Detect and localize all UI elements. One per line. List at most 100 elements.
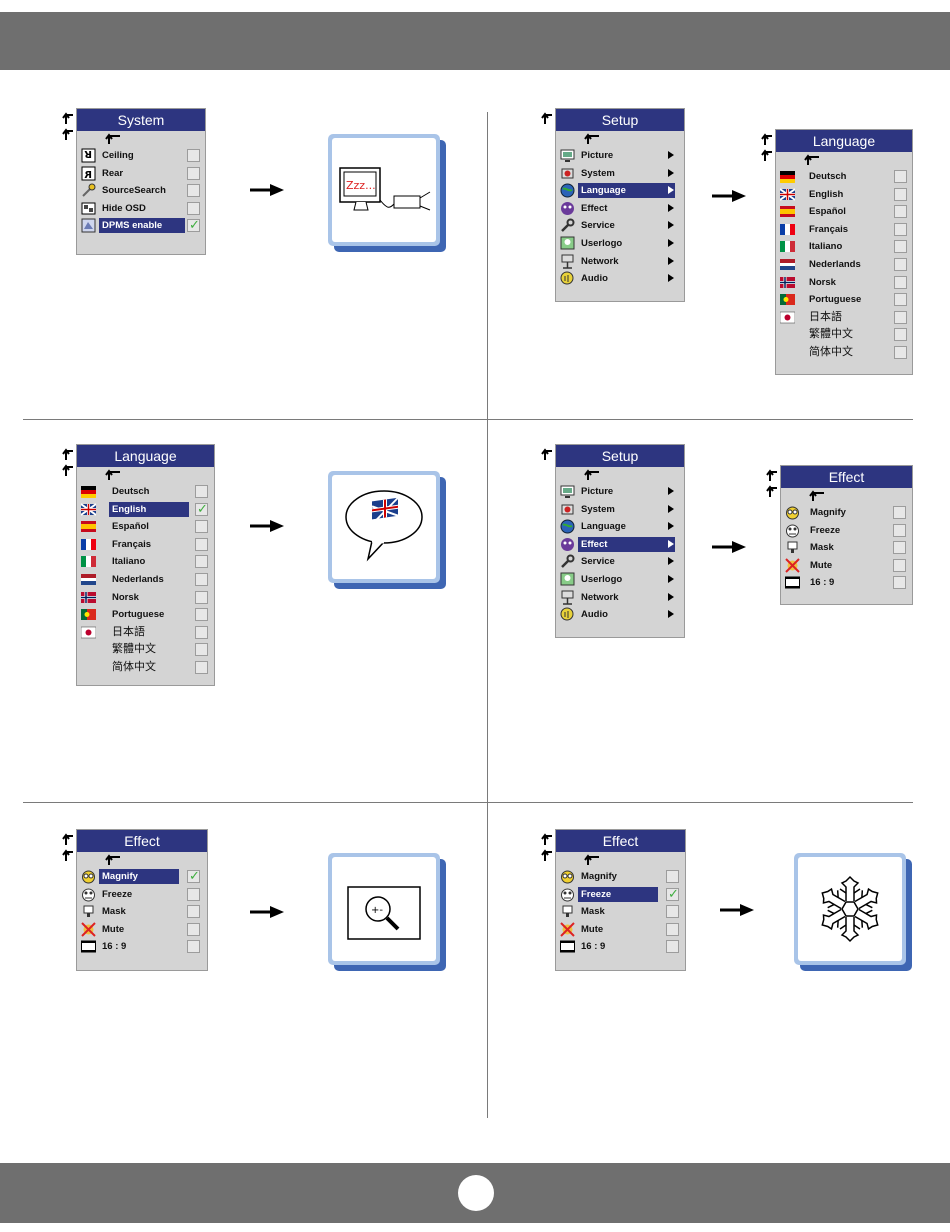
checkbox[interactable] — [666, 922, 679, 936]
menu-item-network[interactable]: Network — [556, 253, 684, 271]
back-button[interactable] — [776, 152, 912, 168]
language-item-english[interactable]: English — [77, 501, 214, 519]
checkbox[interactable] — [187, 887, 200, 901]
menu-item-language[interactable]: Language — [556, 518, 684, 536]
checkbox[interactable] — [893, 541, 906, 555]
menu-item-network[interactable]: Network — [556, 589, 684, 607]
menu-item-picture[interactable]: Picture — [556, 147, 684, 165]
checkbox[interactable] — [894, 222, 907, 236]
menu-item-audio[interactable]: Audio — [556, 606, 684, 624]
effect-item-magnify[interactable]: Magnify — [77, 868, 207, 886]
menu-item-picture[interactable]: Picture — [556, 483, 684, 501]
checkbox[interactable] — [195, 520, 208, 534]
checkbox[interactable] — [187, 940, 200, 954]
language-item-japanese[interactable]: 日本語 — [77, 624, 214, 642]
menu-item-system[interactable]: System — [556, 165, 684, 183]
checkbox[interactable] — [894, 293, 907, 307]
menu-item-ceiling[interactable]: R Ceiling — [77, 147, 205, 165]
checkbox[interactable] — [195, 590, 208, 604]
checkbox[interactable] — [893, 576, 906, 590]
back-button[interactable] — [77, 467, 214, 483]
back-button[interactable] — [556, 467, 684, 483]
effect-item-freeze[interactable]: Freeze — [77, 886, 207, 904]
effect-item-mute[interactable]: Mute — [556, 921, 685, 939]
checkbox[interactable] — [666, 870, 679, 883]
checkbox[interactable] — [195, 537, 208, 551]
checkbox[interactable] — [666, 905, 679, 919]
checkbox[interactable] — [894, 345, 907, 359]
effect-item-freeze[interactable]: Freeze — [556, 886, 685, 904]
menu-item-rear[interactable]: R Rear — [77, 165, 205, 183]
checkbox[interactable] — [195, 643, 208, 657]
language-item-nederlands[interactable]: Nederlands — [776, 256, 912, 274]
language-item-norsk[interactable]: Norsk — [776, 274, 912, 292]
checkbox[interactable] — [195, 660, 208, 674]
effect-item-16-9[interactable]: 16 : 9 — [77, 938, 207, 956]
menu-item-service[interactable]: Service — [556, 553, 684, 571]
language-item-simplified-chinese[interactable]: 简体中文 — [776, 344, 912, 362]
checkbox[interactable] — [894, 205, 907, 219]
effect-item-mute[interactable]: Mute — [77, 921, 207, 939]
language-item-francais[interactable]: Français — [77, 536, 214, 554]
effect-item-freeze[interactable]: Freeze — [781, 522, 912, 540]
language-item-deutsch[interactable]: Deutsch — [776, 168, 912, 186]
effect-item-16-9[interactable]: 16 : 9 — [556, 938, 685, 956]
language-item-italiano[interactable]: Italiano — [776, 238, 912, 256]
back-button[interactable] — [781, 488, 912, 504]
checkbox[interactable] — [893, 523, 906, 537]
checkbox[interactable] — [195, 625, 208, 639]
back-button[interactable] — [77, 131, 205, 147]
effect-item-magnify[interactable]: Magnify — [556, 868, 685, 886]
effect-item-mask[interactable]: Mask — [781, 539, 912, 557]
language-item-nederlands[interactable]: Nederlands — [77, 571, 214, 589]
menu-item-sourcesearch[interactable]: SourceSearch — [77, 182, 205, 200]
checkbox[interactable] — [187, 905, 200, 919]
checkbox[interactable] — [187, 184, 200, 198]
checkbox[interactable] — [195, 608, 208, 622]
checkbox[interactable] — [187, 149, 200, 162]
menu-item-audio[interactable]: Audio — [556, 270, 684, 288]
effect-item-mute[interactable]: Mute — [781, 557, 912, 575]
language-item-simplified-chinese[interactable]: 简体中文 — [77, 659, 214, 677]
back-button[interactable] — [556, 852, 685, 868]
effect-item-16-9[interactable]: 16 : 9 — [781, 574, 912, 592]
menu-item-service[interactable]: Service — [556, 217, 684, 235]
menu-item-userlogo[interactable]: Userlogo — [556, 571, 684, 589]
checkbox[interactable] — [894, 257, 907, 271]
language-item-deutsch[interactable]: Deutsch — [77, 483, 214, 501]
checkbox-checked[interactable] — [187, 868, 200, 884]
checkbox[interactable] — [894, 328, 907, 342]
checkbox[interactable] — [894, 240, 907, 254]
checkbox[interactable] — [893, 506, 906, 519]
language-item-espanol[interactable]: Español — [77, 518, 214, 536]
menu-item-system[interactable]: System — [556, 501, 684, 519]
checkbox[interactable] — [894, 170, 907, 183]
checkbox[interactable] — [894, 310, 907, 324]
checkbox[interactable] — [187, 922, 200, 936]
checkbox[interactable] — [666, 940, 679, 954]
language-item-portuguese[interactable]: Portuguese — [77, 606, 214, 624]
effect-item-mask[interactable]: Mask — [556, 903, 685, 921]
back-button[interactable] — [556, 131, 684, 147]
menu-item-dpms-enable[interactable]: DPMS enable — [77, 217, 205, 235]
effect-item-mask[interactable]: Mask — [77, 903, 207, 921]
language-item-traditional-chinese[interactable]: 繁體中文 — [776, 326, 912, 344]
checkbox[interactable] — [893, 558, 906, 572]
language-item-japanese[interactable]: 日本語 — [776, 309, 912, 327]
language-item-portuguese[interactable]: Portuguese — [776, 291, 912, 309]
menu-item-language[interactable]: Language — [556, 182, 684, 200]
language-item-norsk[interactable]: Norsk — [77, 589, 214, 607]
checkbox[interactable] — [187, 201, 200, 215]
language-item-english[interactable]: English — [776, 186, 912, 204]
language-item-traditional-chinese[interactable]: 繁體中文 — [77, 641, 214, 659]
effect-item-magnify[interactable]: Magnify — [781, 504, 912, 522]
language-item-francais[interactable]: Français — [776, 221, 912, 239]
language-item-italiano[interactable]: Italiano — [77, 553, 214, 571]
menu-item-effect[interactable]: Effect — [556, 200, 684, 218]
checkbox[interactable] — [195, 485, 208, 498]
checkbox-checked[interactable] — [195, 501, 208, 517]
checkbox-checked[interactable] — [666, 886, 679, 902]
checkbox[interactable] — [187, 166, 200, 180]
checkbox[interactable] — [195, 572, 208, 586]
checkbox[interactable] — [894, 275, 907, 289]
